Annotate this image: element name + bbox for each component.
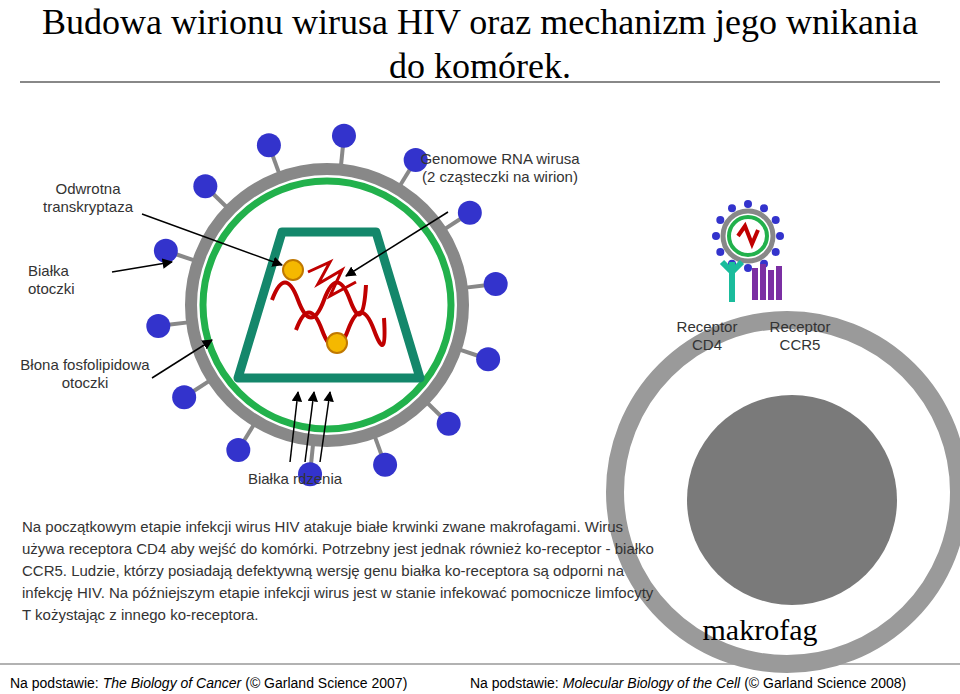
macrophage-membrane [615,320,959,664]
cd4-receptor [722,262,742,302]
citation: (© Garland Science 2007) [245,674,407,692]
title: Budowa wirionu wirusa HIV oraz mechanizm… [40,0,920,88]
callout-label: Genomowe RNA wirusa (2 cząsteczki na wir… [415,150,585,186]
callout-label: Białka otoczki [28,262,108,298]
small-virion-rna [738,226,758,244]
callout-label: Błona fosfolipidowa otoczki [15,356,155,392]
small-virion [723,211,773,261]
description-text: Na początkowym etapie infekcji wirus HIV… [22,516,662,626]
rna-strand [272,283,366,318]
citation: The Biology of Cancer [103,674,242,692]
reverse-transcriptase [327,333,347,353]
callout-label: Białka rdzenia [220,470,370,488]
small-virion-spikes [712,200,784,272]
core-capsid [238,232,420,378]
macrophage-nucleus [687,395,897,605]
citation: Na podstawie: [10,674,99,692]
small-virion-ring [729,217,767,255]
leader-lines [112,212,448,462]
callout-label: Odwrotna transkryptaza [18,180,158,216]
rna-strand [308,262,356,296]
citation: Na podstawie: [470,674,559,692]
virion-inner-ring [203,181,451,429]
receptor-label: Receptor CD4 [667,318,747,354]
virion-membrane [191,169,463,441]
citation: (© Garland Science 2008) [744,674,906,692]
receptor-label: Receptor CCR5 [760,318,840,354]
citation: Molecular Biology of the Cell [563,674,740,692]
reverse-transcriptase [283,260,303,280]
ccr5-receptor [752,264,782,300]
cell-label: makrofag [660,612,860,648]
